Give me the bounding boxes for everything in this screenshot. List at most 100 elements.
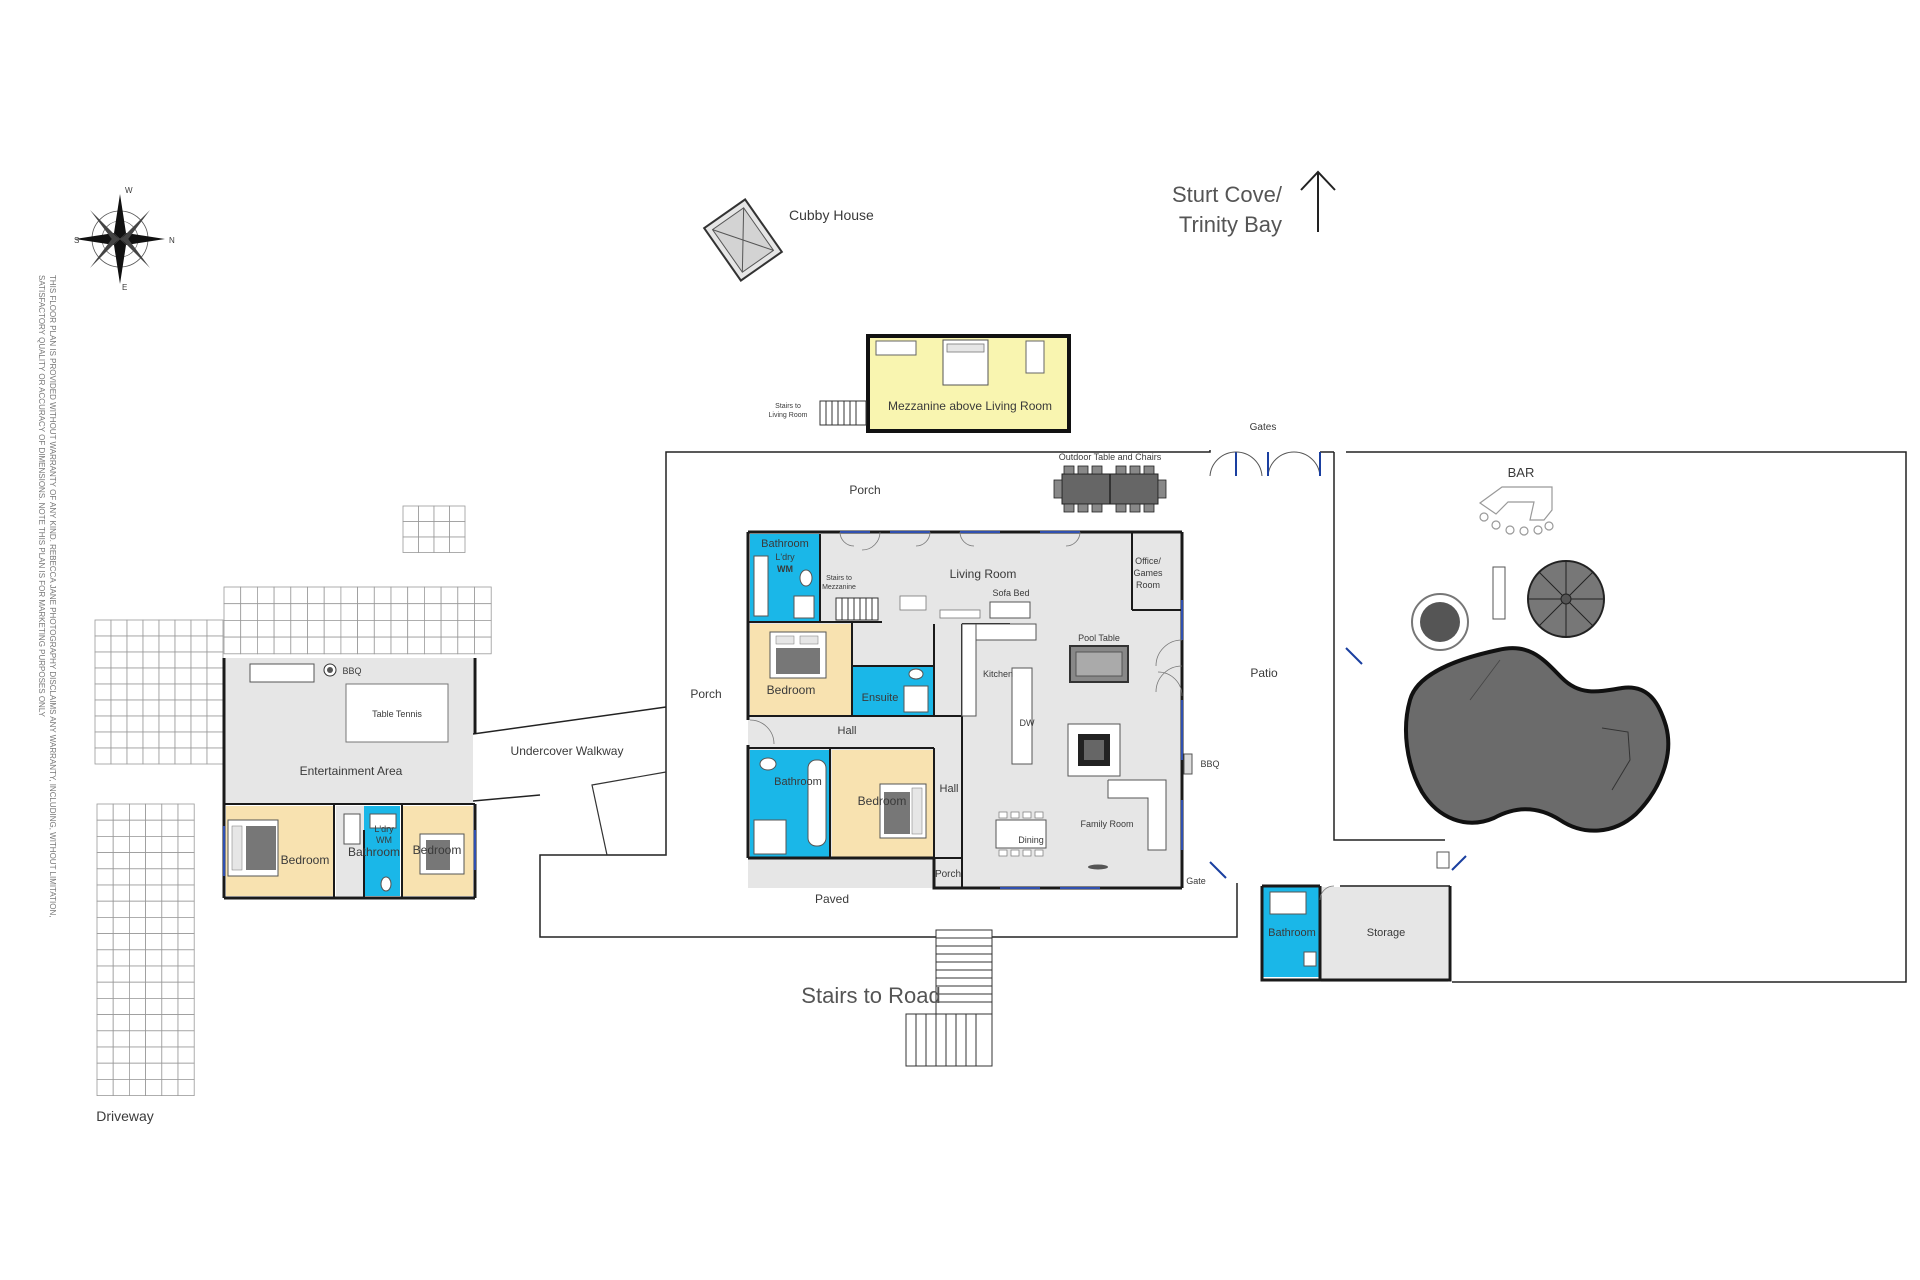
label-undercover-walkway: Undercover Walkway (511, 744, 624, 758)
paving-tile (190, 651, 208, 669)
paving-tile (161, 981, 179, 999)
paving-tile (190, 667, 208, 685)
paving-tile (145, 803, 163, 821)
paving-tile (158, 715, 176, 733)
paving-tile (240, 620, 258, 638)
paving-tile (240, 636, 258, 655)
paving-tile (177, 1062, 195, 1080)
paving-tile (126, 731, 144, 749)
paving-tile (177, 1030, 195, 1048)
label-ldry: L'dry (775, 552, 795, 562)
paving-tile (357, 586, 375, 605)
paving-tile (110, 699, 128, 717)
paving-tile (161, 836, 179, 854)
label-bbq-main: BBQ (1200, 759, 1219, 769)
paving-tile (206, 619, 224, 637)
label-office-3: Room (1136, 580, 1160, 590)
stairs-to-living (819, 400, 867, 426)
label-bathroom-shed: Bathroom (1268, 927, 1316, 939)
outdoor-table-and-chairs: Outdoor Table and Chairs (1053, 452, 1167, 513)
paving-tile (307, 586, 325, 605)
paving-tile (94, 667, 112, 685)
paving-tile (340, 603, 358, 621)
paving-tile (94, 635, 112, 653)
paving-tile (96, 981, 114, 999)
paving-tile (142, 667, 160, 685)
paving-tile (223, 603, 242, 621)
paving-tile (128, 836, 146, 854)
compass-n: N (169, 236, 175, 245)
label-office-2: Games (1133, 568, 1163, 578)
label-stairs-to-road: Stairs to Road (801, 983, 940, 1008)
paving-tile (161, 1030, 179, 1048)
paving-tile (96, 852, 114, 870)
label-stairs-to-living-1: Stairs to (775, 403, 801, 410)
paving-tile (161, 1079, 179, 1097)
paving-tile (128, 803, 146, 821)
paving-tile (145, 933, 163, 951)
paving-tile (161, 900, 179, 918)
paving-tile (474, 620, 492, 638)
paving-tile (161, 917, 179, 935)
label-cubby-house: Cubby House (789, 207, 874, 223)
paving-tile (112, 884, 130, 902)
paving-tile (390, 603, 409, 621)
paving-tile (177, 884, 195, 902)
paving-tile (402, 536, 419, 553)
walkway-planter (591, 771, 667, 856)
paving-tile (96, 1062, 114, 1080)
paving-tile (223, 620, 242, 638)
paving-tile (340, 620, 358, 638)
paving-tile (112, 900, 130, 918)
compass-e: E (122, 283, 127, 292)
paving-tile (161, 965, 179, 983)
paving-tile (418, 505, 435, 522)
paving-tile (94, 715, 112, 733)
paving-tile (110, 619, 128, 637)
label-driveway: Driveway (96, 1108, 154, 1124)
swimming-pool (1404, 646, 1671, 833)
paving-tile (94, 747, 112, 765)
pool-area: BAR Bathroom (1260, 465, 1671, 982)
paving-tile (112, 1079, 130, 1097)
paving-tile (161, 998, 179, 1016)
label-bathroom-laundry: Bathroom (761, 538, 809, 550)
paving-tile (128, 1014, 146, 1032)
paving-tile (142, 731, 160, 749)
paving-tile (190, 715, 208, 733)
paving-tile (142, 715, 160, 733)
paving-tile (96, 917, 114, 935)
paving-tile (449, 536, 466, 553)
paving-tile (240, 586, 258, 605)
label-entertainment-area: Entertainment Area (300, 764, 403, 778)
paving-tile (128, 981, 146, 999)
paving-tile (174, 699, 192, 717)
paving-tile (112, 852, 130, 870)
paving-tile (128, 884, 146, 902)
label-ensuite: Ensuite (862, 692, 899, 704)
paving-tile (142, 635, 160, 653)
paving-tile (142, 619, 160, 637)
paving-tile (126, 715, 144, 733)
paving-tile (449, 521, 466, 538)
paving-tile (474, 586, 492, 605)
paving-tile (177, 1079, 195, 1097)
label-porch-top: Porch (849, 483, 880, 497)
label-wm-small: WM (376, 835, 392, 845)
paving-tile (126, 699, 144, 717)
paving-tile (177, 868, 195, 886)
label-bathroom-main: Bathroom (774, 776, 822, 788)
paving-tile (128, 1030, 146, 1048)
paving-tile (145, 981, 163, 999)
paving-tile (256, 620, 275, 638)
paving-tile (177, 981, 195, 999)
label-bedroom-b: Bedroom (858, 794, 907, 808)
mezzanine: Mezzanine above Living Room Stairs to Li… (769, 334, 1071, 433)
paving-tile (206, 667, 224, 685)
paving-tile (110, 747, 128, 765)
paving-tile (373, 586, 392, 605)
paving-tile (407, 586, 425, 605)
paving-tile (190, 699, 208, 717)
paving-tile (273, 586, 292, 605)
paving-tile (290, 620, 308, 638)
